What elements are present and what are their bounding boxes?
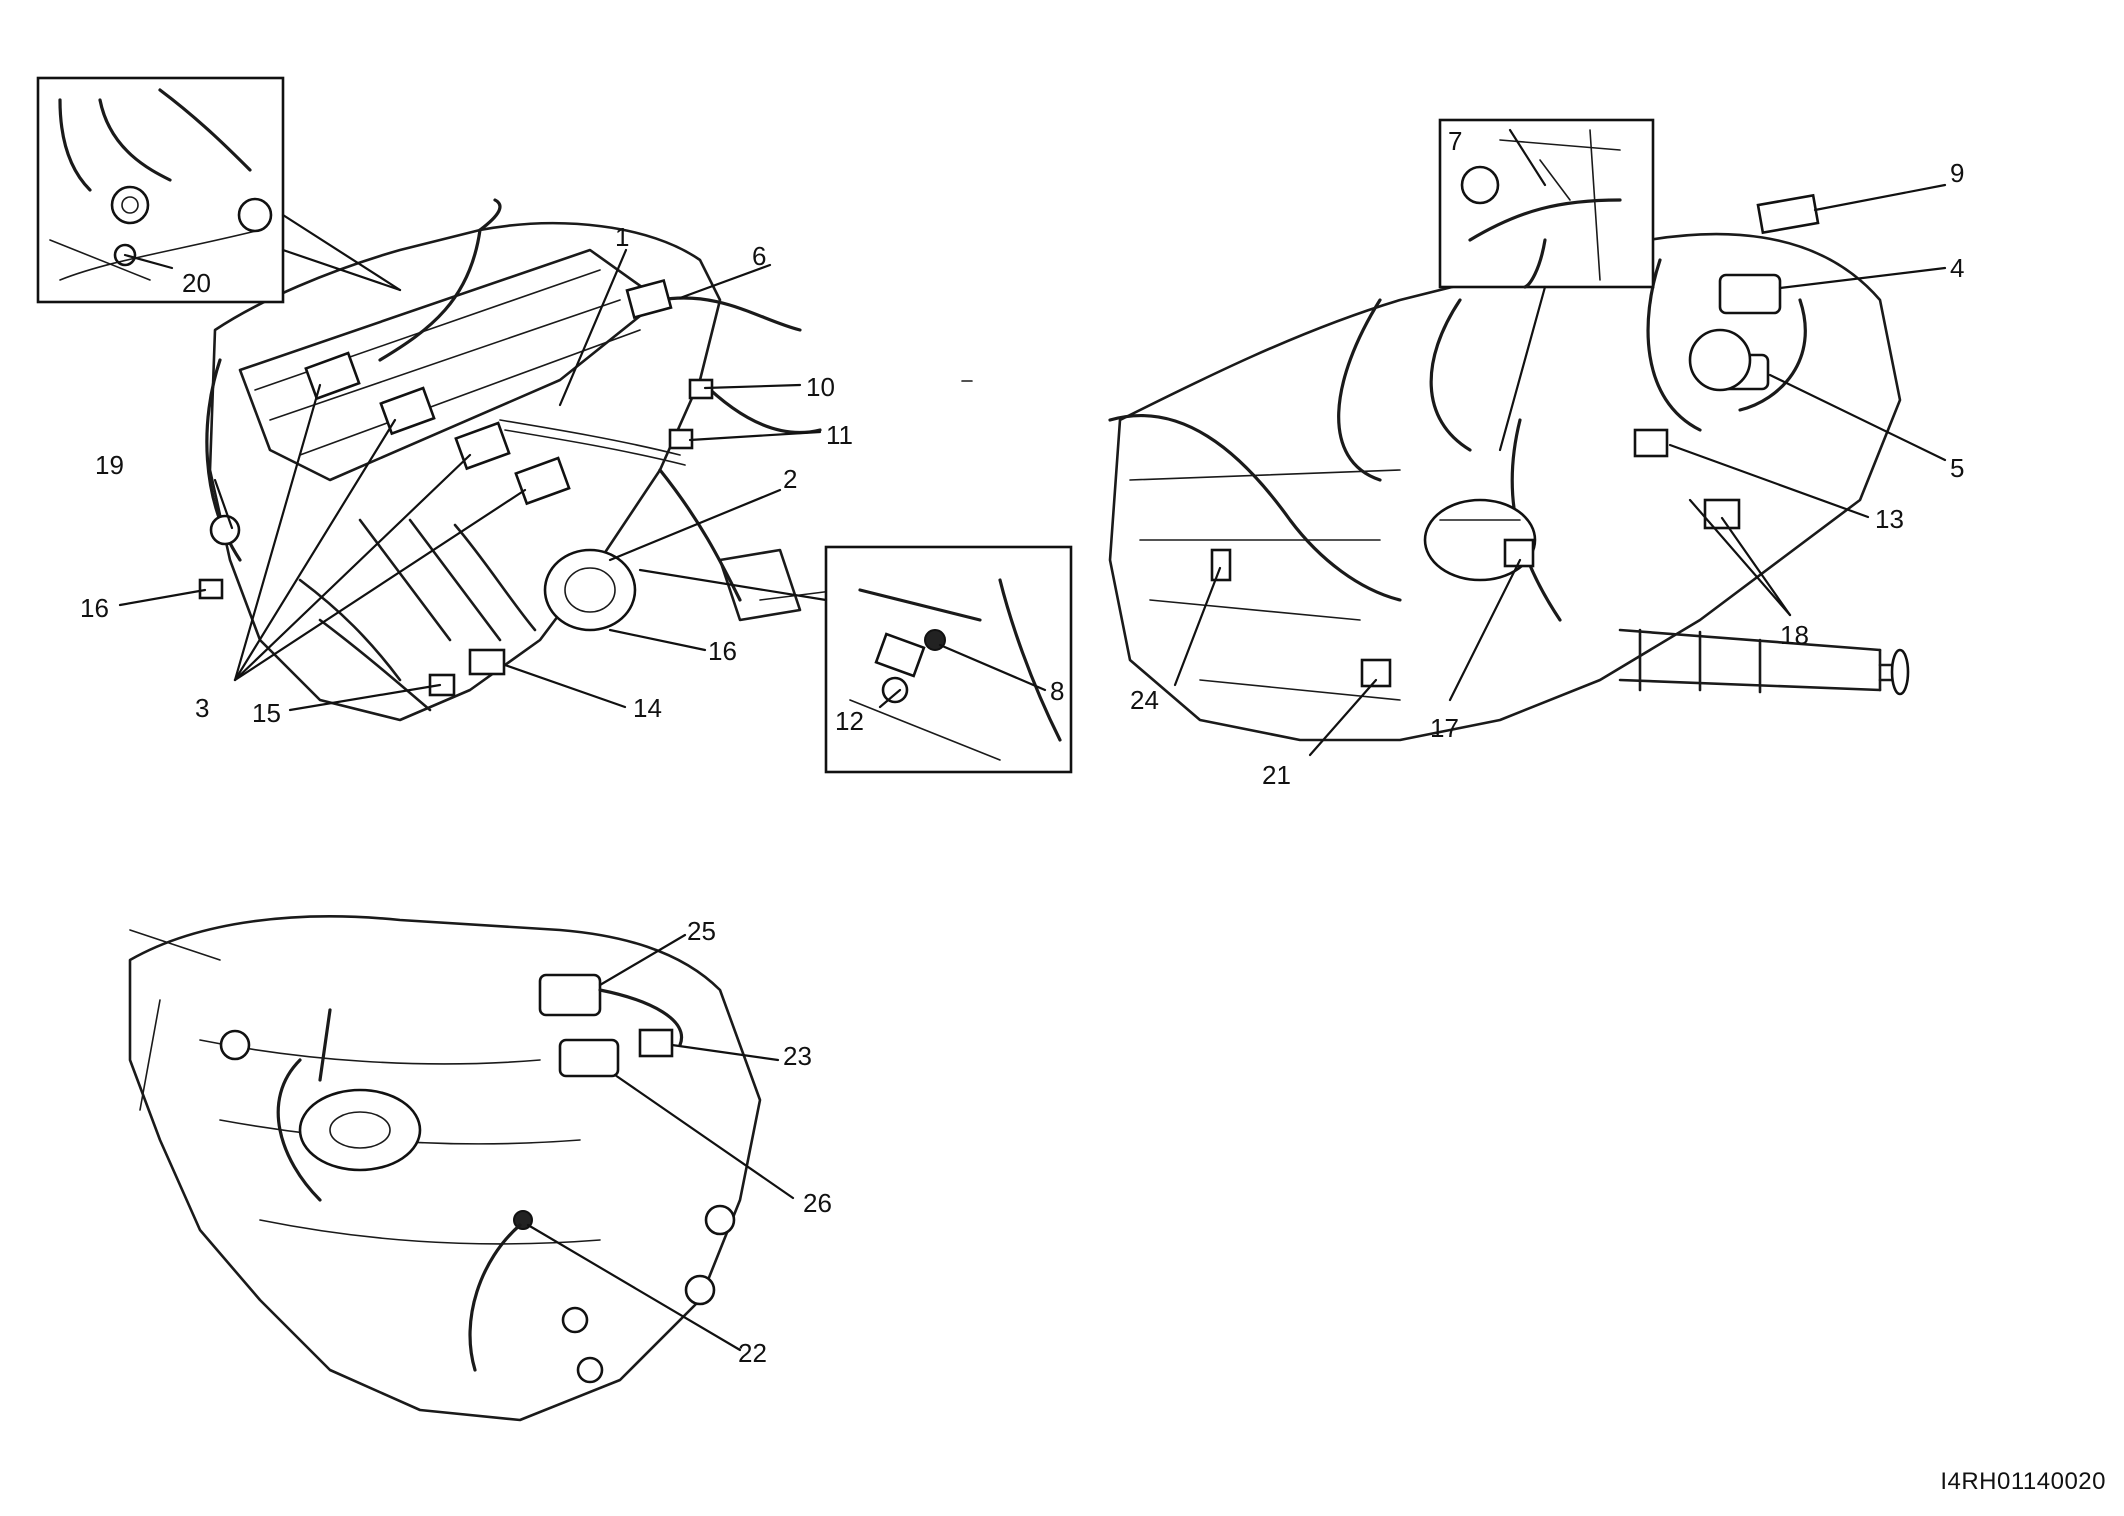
- figure-reference-code: I4RH01140020: [1940, 1468, 2106, 1495]
- callout-16-left: 16: [80, 593, 109, 623]
- callout-12: 12: [835, 706, 864, 736]
- callout-22: 22: [738, 1338, 767, 1368]
- callout-9: 9: [1950, 158, 1965, 188]
- callout-3: 3: [195, 693, 210, 723]
- callout-17: 17: [1430, 713, 1459, 743]
- callout-24: 24: [1130, 685, 1159, 715]
- callout-26: 26: [803, 1188, 832, 1218]
- transaxle-view: [128, 915, 762, 1422]
- inset-detail-8-12: [824, 545, 1073, 774]
- callout-18: 18: [1780, 620, 1809, 650]
- callout-7: 7: [1448, 126, 1463, 156]
- callout-13: 13: [1875, 504, 1904, 534]
- callout-19: 19: [95, 450, 124, 480]
- callout-5: 5: [1950, 453, 1965, 483]
- callout-15: 15: [252, 698, 281, 728]
- leader-lines: [118, 128, 1947, 1352]
- callout-21: 21: [1262, 760, 1291, 790]
- callout-16-right: 16: [708, 636, 737, 666]
- engine-view-front: [198, 198, 841, 722]
- callout-14: 14: [633, 693, 662, 723]
- callout-25: 25: [687, 916, 716, 946]
- callout-20: 20: [182, 268, 211, 298]
- engine-view-transaxle-side: [1108, 193, 1910, 742]
- inset-detail-20: [36, 76, 285, 304]
- callout-2: 2: [783, 464, 798, 494]
- inset-detail-7: [1438, 118, 1655, 289]
- callout-11: 11: [826, 420, 853, 450]
- callout-6: 6: [752, 241, 767, 271]
- callout-1: 1: [615, 222, 630, 252]
- callout-8: 8: [1050, 676, 1065, 706]
- callout-10: 10: [806, 372, 835, 402]
- callout-4: 4: [1950, 253, 1965, 283]
- callout-23: 23: [783, 1041, 812, 1071]
